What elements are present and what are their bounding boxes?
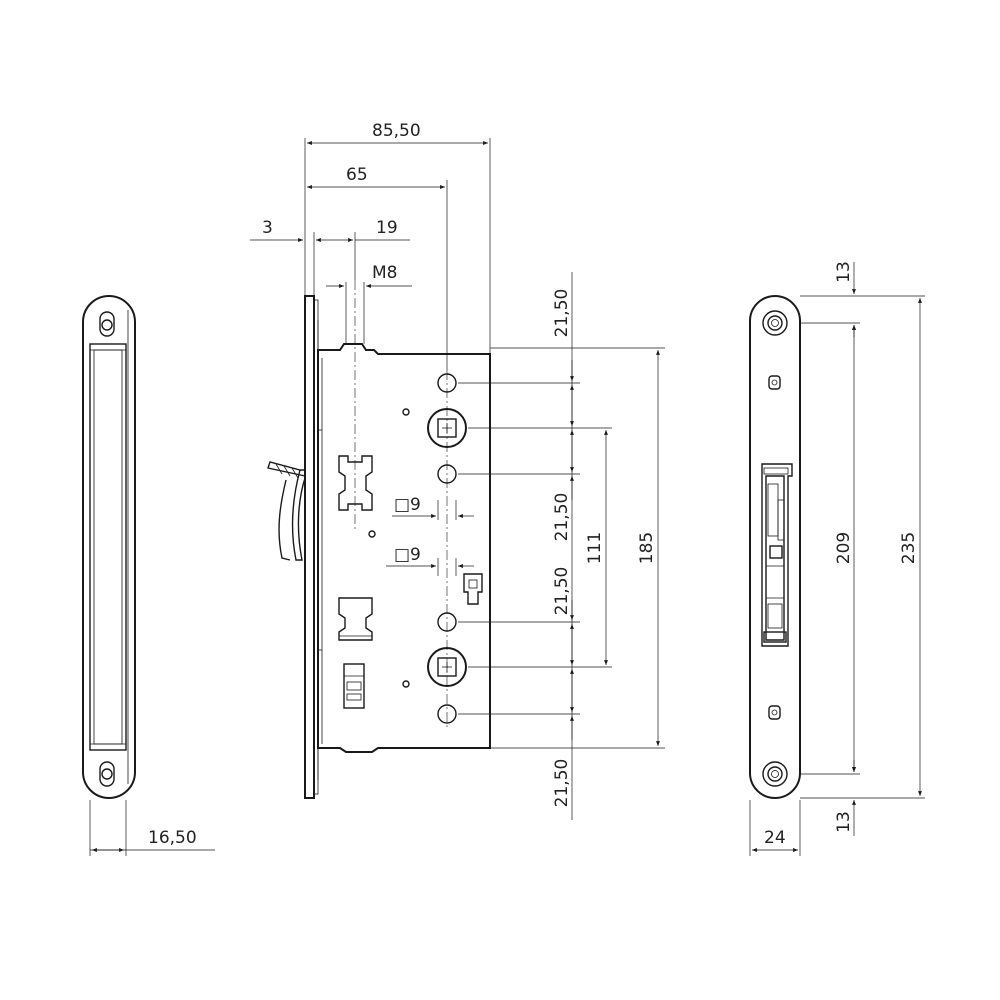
screw-slot-top — [99, 311, 115, 337]
left-faceplate-view: 16,50 — [82, 295, 215, 856]
dim-screw-bottom-offset: 13 — [834, 811, 854, 833]
screw-slot-bottom — [99, 761, 115, 787]
dim-square-upper: □9 — [394, 495, 421, 515]
dim-backset: 65 — [346, 165, 368, 185]
dim-pitch-3: 21,50 — [552, 567, 572, 616]
dim-thread: M8 — [372, 263, 397, 283]
dim-left-faceplate-width: 16,50 — [148, 828, 197, 848]
dim-faceplate-length: 235 — [899, 532, 919, 564]
lock-body-view: 85,50 65 3 19 M8 □9 □9 — [250, 121, 665, 820]
dim-square-lower: □9 — [394, 545, 421, 565]
dim-pitch-2: 21,50 — [552, 493, 572, 542]
dim-pitch-bottom: 21,50 — [552, 759, 572, 808]
dim-screw-top-offset: 13 — [834, 261, 854, 283]
latch-front — [761, 463, 793, 647]
dim-faceplate-thickness: 3 — [262, 218, 273, 238]
dim-case-height: 185 — [637, 532, 657, 564]
screw-top — [762, 310, 788, 336]
dim-center-distance: 111 — [585, 532, 605, 564]
dim-overall-depth: 85,50 — [372, 121, 421, 141]
dim-cylinder-offset: 19 — [376, 218, 398, 238]
right-faceplate-view: 13 209 13 235 24 — [749, 261, 925, 856]
screw-bottom — [762, 761, 788, 787]
dim-screw-distance: 209 — [834, 532, 854, 564]
dim-pitch-top: 21,50 — [552, 289, 572, 338]
dim-right-faceplate-width: 24 — [764, 828, 786, 848]
case-hole-4 — [437, 704, 457, 724]
